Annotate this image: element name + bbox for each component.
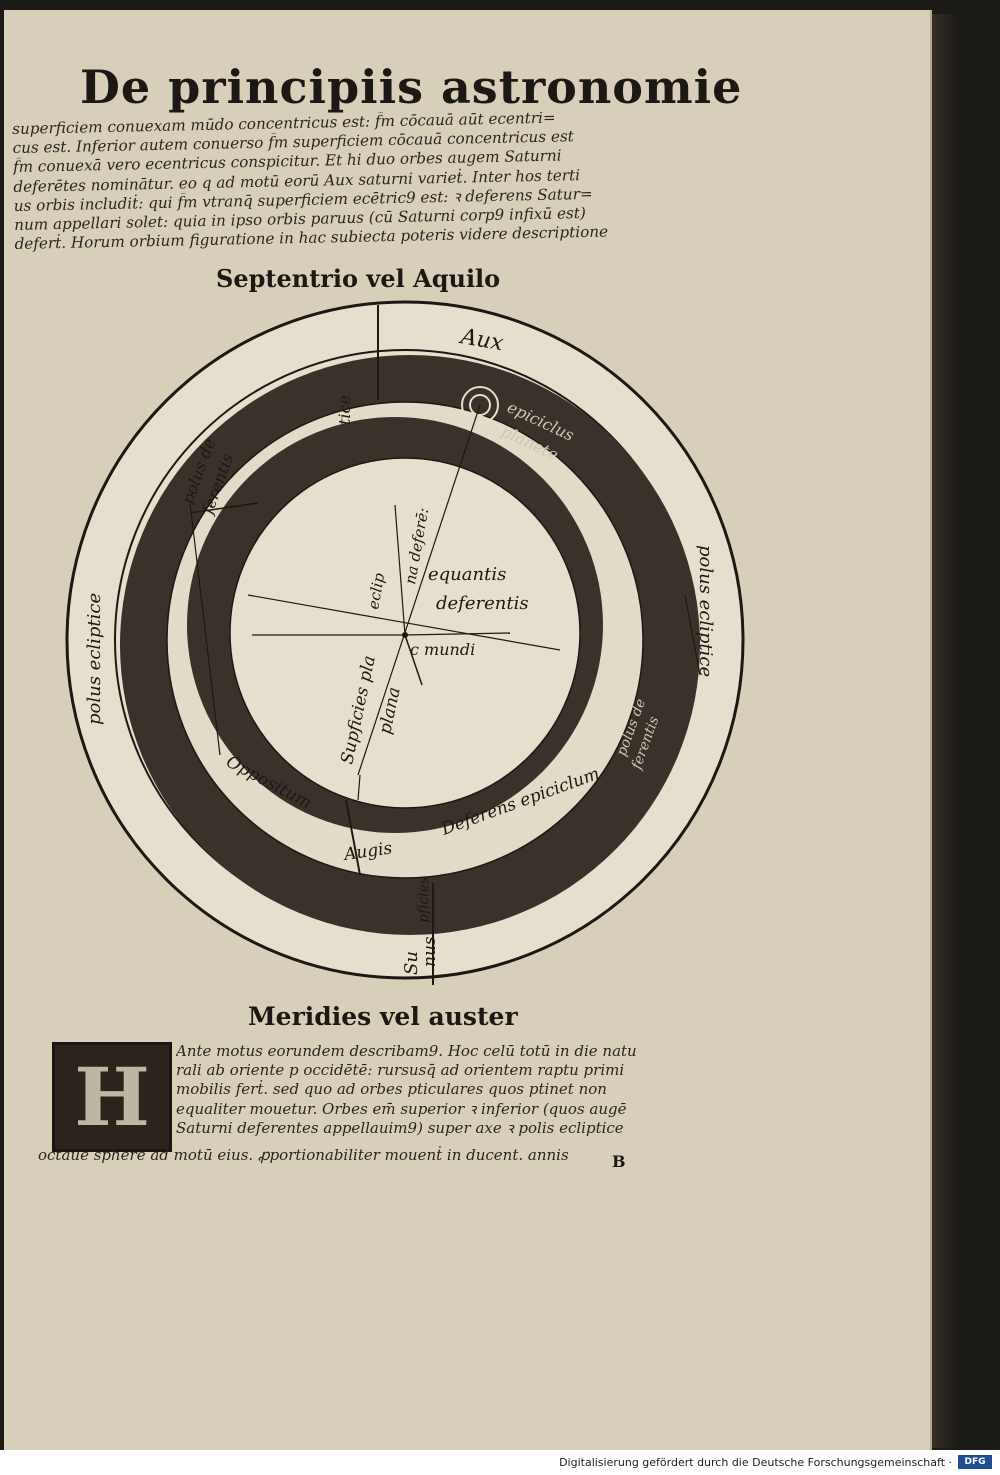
- polus-ecliptice-left-label: polus ecliptice: [84, 593, 105, 725]
- equantis-label: equantis: [428, 564, 506, 585]
- axis-line-stub: [357, 774, 361, 801]
- deferentis-label: deferentis: [436, 593, 529, 614]
- footer-bar: Digitalisierung gefördert durch die Deut…: [0, 1450, 1000, 1475]
- south-label: Meridies vel auster: [248, 1002, 518, 1031]
- initial-letter: H: [74, 1050, 150, 1144]
- intro-paragraph: superficiem conuexam mūdo concentricus e…: [12, 107, 640, 254]
- text-line: Ante motus eorundem describam9. Hoc celū…: [176, 1042, 637, 1060]
- page-edge-shadow: [928, 14, 958, 1448]
- epicycle-circle: [461, 386, 499, 424]
- signature-mark: B: [612, 1152, 626, 1171]
- epicycle-inner-circle: [469, 394, 491, 416]
- tice-label: tice: [335, 395, 354, 425]
- right-tangent-line: [684, 594, 701, 676]
- polus-ecliptice-right-label: polus ecliptice: [695, 545, 716, 677]
- polus-deferentis-tick: [189, 502, 259, 514]
- text-line: equaliter mouetur. Orbes em̄ superior ꝛ …: [176, 1099, 627, 1118]
- ficies-plana-right-label: pficies: [416, 877, 432, 923]
- text-line: Saturni deferentes appellauim9) super ax…: [176, 1118, 624, 1137]
- augis-divider: [345, 799, 361, 876]
- mundi-pointer: [404, 634, 423, 686]
- text-line: octaue sphere ad motū eius. ꝓportionabil…: [38, 1146, 569, 1164]
- dfg-logo: DFG: [958, 1455, 992, 1469]
- north-label: Septentrio vel Aquilo: [216, 264, 501, 293]
- center-dot: [402, 632, 408, 638]
- decorated-initial: H: [52, 1042, 172, 1152]
- vertical-line: [394, 504, 406, 636]
- text-line: rali ab oriente p occidētē: rursusq̄ ad …: [176, 1061, 625, 1080]
- second-paragraph: Ante motus eorundem describam9. Hoc celū…: [176, 1042, 688, 1138]
- left-tangent-line: [189, 502, 221, 756]
- superficies-right-label: Su: [401, 951, 422, 975]
- funding-notice: Digitalisierung gefördert durch die Deut…: [559, 1456, 952, 1469]
- text-line: mobilis ferṫ. sed quo ad orbes pticulare…: [176, 1080, 607, 1099]
- mundi-label: c mundi: [410, 640, 475, 659]
- horizontal-line-right: [404, 632, 511, 636]
- axis-line: [357, 404, 481, 776]
- page-heading: De principiis astronomie: [80, 60, 743, 114]
- nus-label: nus: [420, 936, 440, 967]
- orbit-diagram: Aux epiciclus planete polus de ferentis …: [65, 300, 745, 985]
